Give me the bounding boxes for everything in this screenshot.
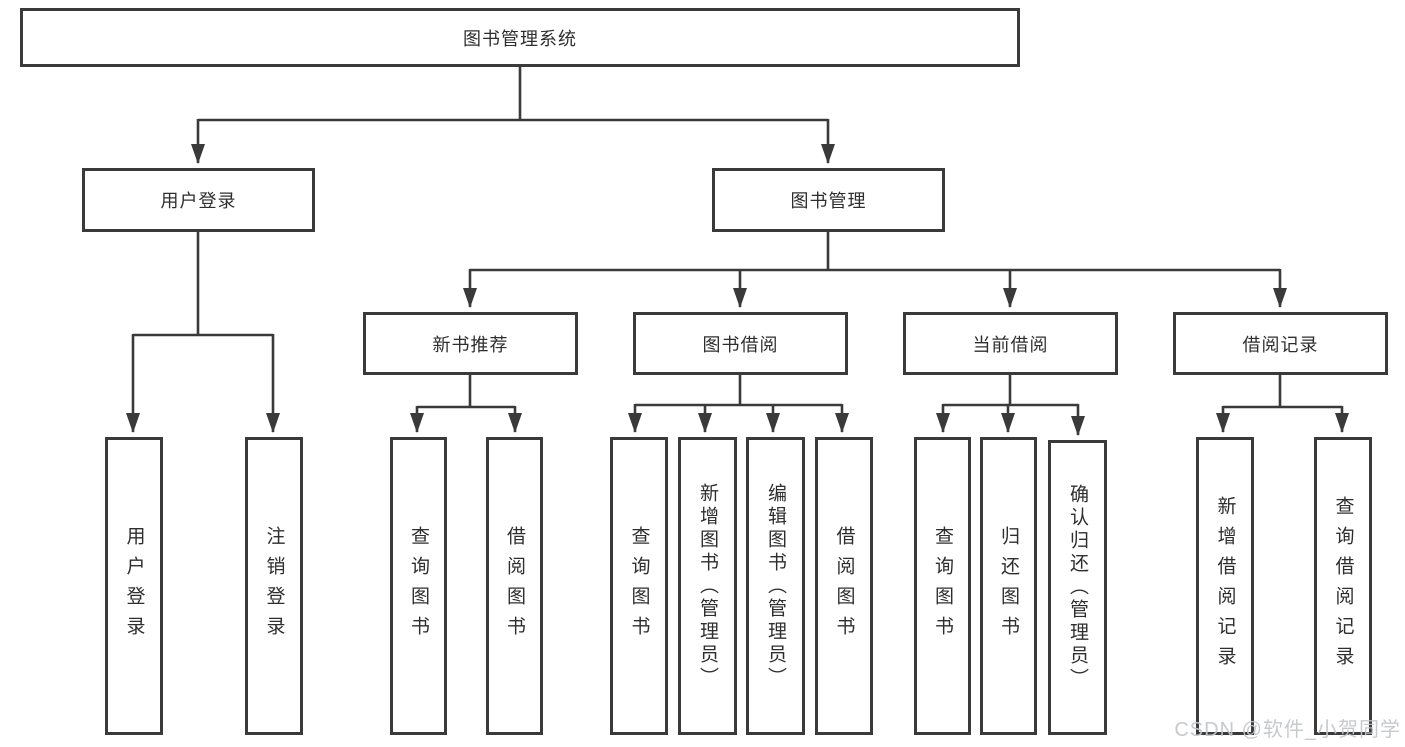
leaf-label: 查询图书	[408, 526, 429, 646]
watermark: CSDN @软件_小贺同学	[1174, 719, 1401, 741]
leaf-label: 新增图书（管理员）	[697, 482, 718, 690]
node-leaf-query-book-2: 查询图书	[610, 437, 668, 735]
leaf-label: 查询图书	[932, 526, 953, 646]
leaf-label: 用户登录	[123, 526, 145, 646]
node-leaf-query-book-3: 查询图书	[914, 437, 971, 735]
node-borrow-record: 借阅记录	[1173, 312, 1388, 375]
leaf-label: 编辑图书（管理员）	[765, 482, 786, 690]
leaf-label: 查询图书	[628, 526, 650, 646]
leaf-label: 新增借阅记录	[1214, 496, 1236, 676]
node-leaf-logout: 注销登录	[245, 437, 303, 735]
node-book-borrow: 图书借阅	[633, 312, 848, 375]
leaf-label: 查询借阅记录	[1332, 496, 1354, 676]
node-leaf-query-borrow-record: 查询借阅记录	[1314, 437, 1372, 735]
leaf-label: 归还图书	[998, 526, 1019, 646]
node-leaf-borrow-book-2: 借阅图书	[815, 437, 873, 735]
node-leaf-user-login: 用户登录	[105, 437, 163, 735]
node-leaf-edit-book-admin: 编辑图书（管理员）	[746, 437, 805, 735]
node-leaf-add-book-admin: 新增图书（管理员）	[678, 437, 737, 735]
leaf-label: 注销登录	[263, 526, 285, 646]
node-leaf-query-book-1: 查询图书	[390, 437, 447, 735]
node-leaf-add-borrow-record: 新增借阅记录	[1196, 437, 1254, 735]
leaf-label: 借阅图书	[504, 526, 525, 646]
node-new-book-recommend: 新书推荐	[363, 312, 578, 375]
node-book-management: 图书管理	[712, 168, 945, 232]
node-leaf-confirm-return-admin: 确认归还（管理员）	[1048, 440, 1107, 735]
leaf-label: 确认归还（管理员）	[1067, 484, 1088, 691]
node-current-borrow: 当前借阅	[903, 312, 1118, 375]
node-leaf-return-book: 归还图书	[980, 437, 1037, 735]
leaf-label: 借阅图书	[833, 526, 855, 646]
node-root-system: 图书管理系统	[20, 8, 1020, 67]
node-leaf-borrow-book-1: 借阅图书	[486, 437, 543, 735]
node-user-login-group: 用户登录	[82, 168, 315, 232]
